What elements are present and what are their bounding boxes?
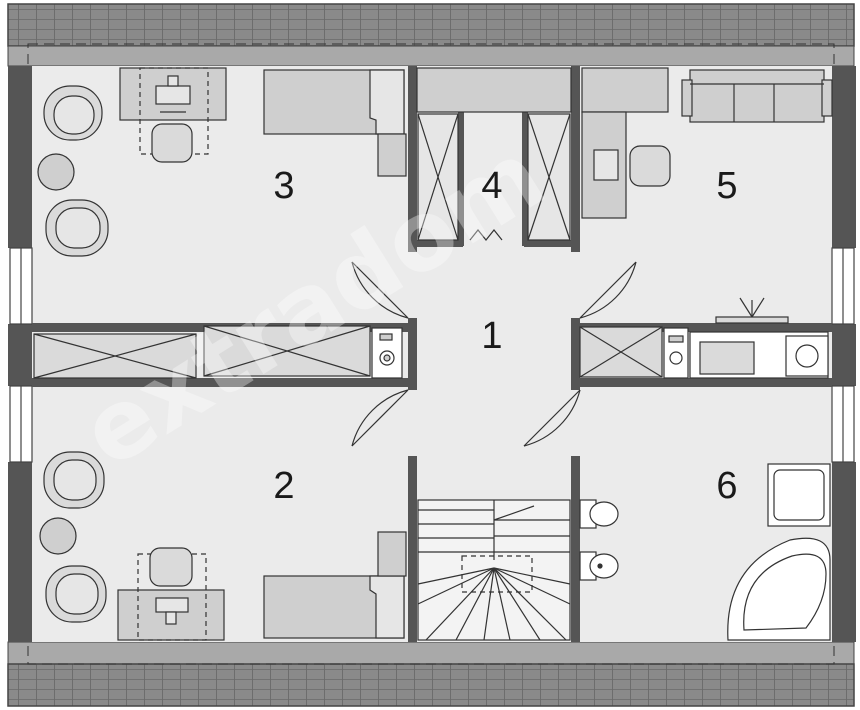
roof-bottom <box>7 641 855 707</box>
kitchenette <box>663 297 829 379</box>
room-label-3: 3 <box>273 165 294 207</box>
bathroom-fixtures <box>579 463 831 641</box>
room-label-5: 5 <box>716 165 737 207</box>
doors <box>351 261 637 447</box>
room-labels: 1 2 3 4 5 6 <box>273 165 737 507</box>
room-label-6: 6 <box>716 465 737 507</box>
room-label-2: 2 <box>273 465 294 507</box>
furniture-room3 <box>37 67 407 257</box>
room-label-1: 1 <box>481 315 502 357</box>
closet-band-right <box>579 326 663 378</box>
outline-dashed <box>27 43 835 665</box>
laundry-left <box>371 327 403 379</box>
staircase <box>417 499 571 641</box>
closet-band-left <box>33 325 371 379</box>
roof-top <box>7 3 855 67</box>
room-label-4: 4 <box>481 165 502 207</box>
closet-room4 <box>416 67 572 241</box>
furniture-room2 <box>39 451 407 641</box>
furniture-room5 <box>581 67 833 219</box>
windows <box>9 247 855 463</box>
exterior-walls <box>8 66 856 642</box>
